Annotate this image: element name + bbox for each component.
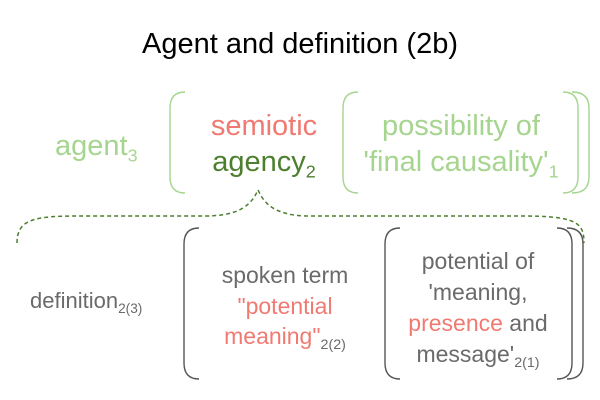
agency-label: agency2 bbox=[212, 146, 316, 182]
potential-close-bracket-outer bbox=[566, 227, 584, 380]
potential-open-bracket bbox=[384, 227, 401, 380]
agency-open-bracket bbox=[169, 91, 186, 194]
page-title: Agent and definition (2b) bbox=[142, 28, 458, 60]
spoken-open-bracket bbox=[183, 227, 200, 380]
potential-line-1: potential of bbox=[421, 248, 535, 274]
presence-word: presence bbox=[408, 310, 503, 336]
possibility-close-bracket-inner bbox=[562, 91, 579, 194]
potential-line-2: 'meaning, bbox=[428, 279, 528, 305]
semiotic-label: semiotic bbox=[210, 110, 318, 142]
agent-label: agent3 bbox=[55, 130, 138, 166]
spoken-term-line-3: meaning"2(2) bbox=[224, 323, 346, 353]
possibility-close-bracket-outer bbox=[571, 91, 590, 194]
spoken-term-line-1: spoken term bbox=[221, 262, 349, 288]
potential-line-3: presence and bbox=[408, 310, 548, 336]
possibility-line-1: possibility of bbox=[382, 110, 540, 142]
potential-close-bracket-inner bbox=[556, 227, 573, 380]
possibility-open-bracket bbox=[342, 91, 359, 194]
possibility-line-2: 'final causality'1 bbox=[363, 146, 559, 182]
dashed-curly-brace bbox=[16, 188, 585, 244]
spoken-term-line-2: "potential bbox=[237, 293, 333, 319]
potential-line-4: message'2(1) bbox=[416, 341, 540, 371]
definition-label: definition2(3) bbox=[30, 288, 143, 316]
